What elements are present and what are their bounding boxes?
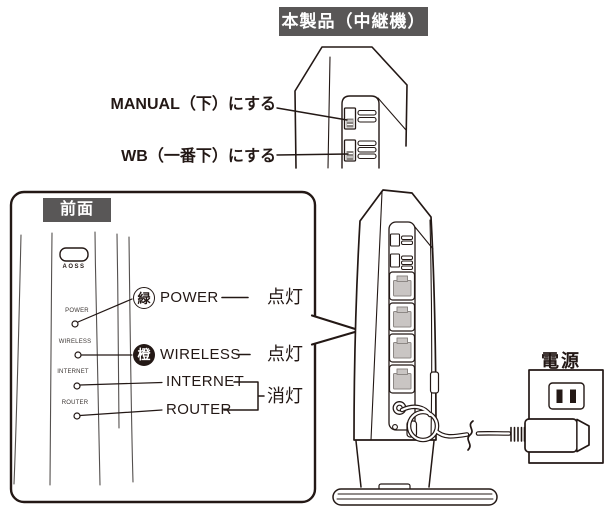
status-internet-label: INTERNET	[166, 373, 245, 390]
status-off-state: 消灯	[267, 386, 303, 406]
mode-switch-upper-icon	[343, 107, 377, 130]
off-status-bracket	[223, 381, 265, 411]
panel-led-label-internet: INTERNET	[57, 369, 89, 375]
aoss-button-label: AOSS	[62, 264, 86, 270]
stand-clip-icon	[429, 371, 440, 394]
status-wireless-state: 点灯	[267, 344, 303, 364]
ac-adapter-icon	[524, 418, 590, 453]
panel-led-label-power: POWER	[65, 308, 89, 314]
front-panel-illustration	[13, 231, 134, 486]
mode-switch-lower-icon	[343, 139, 377, 162]
top-router-illustration	[276, 46, 408, 169]
power-outlet-illustration	[524, 369, 604, 464]
status-router-label: ROUTER	[166, 401, 232, 418]
internet-led-icon	[73, 382, 81, 390]
panel-led-label-router: ROUTER	[61, 400, 89, 406]
wb-switch-callout: WB（一番下）にする	[121, 148, 276, 165]
rear-mode-switches-icon	[389, 233, 413, 270]
stand-base-icon	[332, 488, 498, 506]
manual-switch-callout: MANUAL（下）にする	[110, 96, 276, 113]
power-cable	[399, 404, 526, 451]
power-led-icon	[71, 320, 79, 328]
socket-icon	[548, 382, 585, 410]
cord-strain-relief-icon	[510, 426, 526, 442]
status-leader-lines	[77, 296, 265, 417]
ethernet-ports-icon	[388, 271, 416, 394]
device-label: 本製品（中継機）	[279, 7, 428, 36]
front-view-label: 前面	[43, 198, 111, 222]
power-outlet-label: 電源	[541, 351, 581, 371]
green-color-badge: 緑	[133, 287, 155, 309]
front-panel-led-lights	[71, 320, 82, 420]
status-power-state: 点灯	[267, 287, 303, 307]
status-power-label: POWER	[160, 289, 219, 306]
wb-leader-line	[276, 153, 349, 156]
cable-break-mark	[467, 420, 474, 451]
aoss-button-icon	[59, 247, 89, 262]
panel-led-label-wireless: WIRELESS	[58, 338, 92, 345]
callout-balloon	[9, 190, 362, 504]
status-wireless-label: WIRELESS	[160, 346, 241, 363]
side-router-illustration	[332, 189, 498, 506]
wireless-led-icon	[74, 351, 82, 359]
router-led-icon	[73, 412, 81, 420]
orange-color-badge: 橙	[133, 344, 155, 366]
manual-leader-line	[276, 107, 348, 121]
